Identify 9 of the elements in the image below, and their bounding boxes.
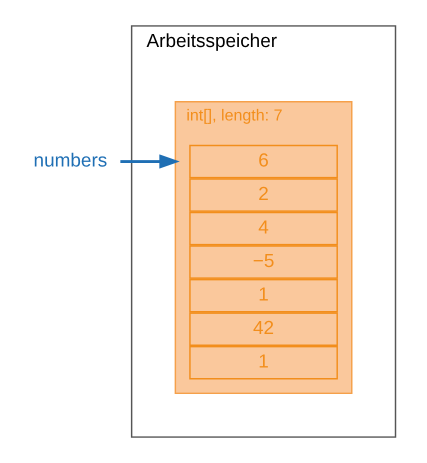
arrow	[120, 154, 180, 169]
node-box: 42	[188, 312, 338, 346]
node-box: 4	[188, 212, 338, 246]
node-box: 1	[188, 278, 338, 312]
node-box: 1	[188, 346, 338, 380]
node-box: 2	[188, 178, 338, 212]
node-box: 6	[188, 144, 338, 178]
node-text: numbers	[33, 150, 107, 172]
node-box: −5	[188, 245, 338, 279]
